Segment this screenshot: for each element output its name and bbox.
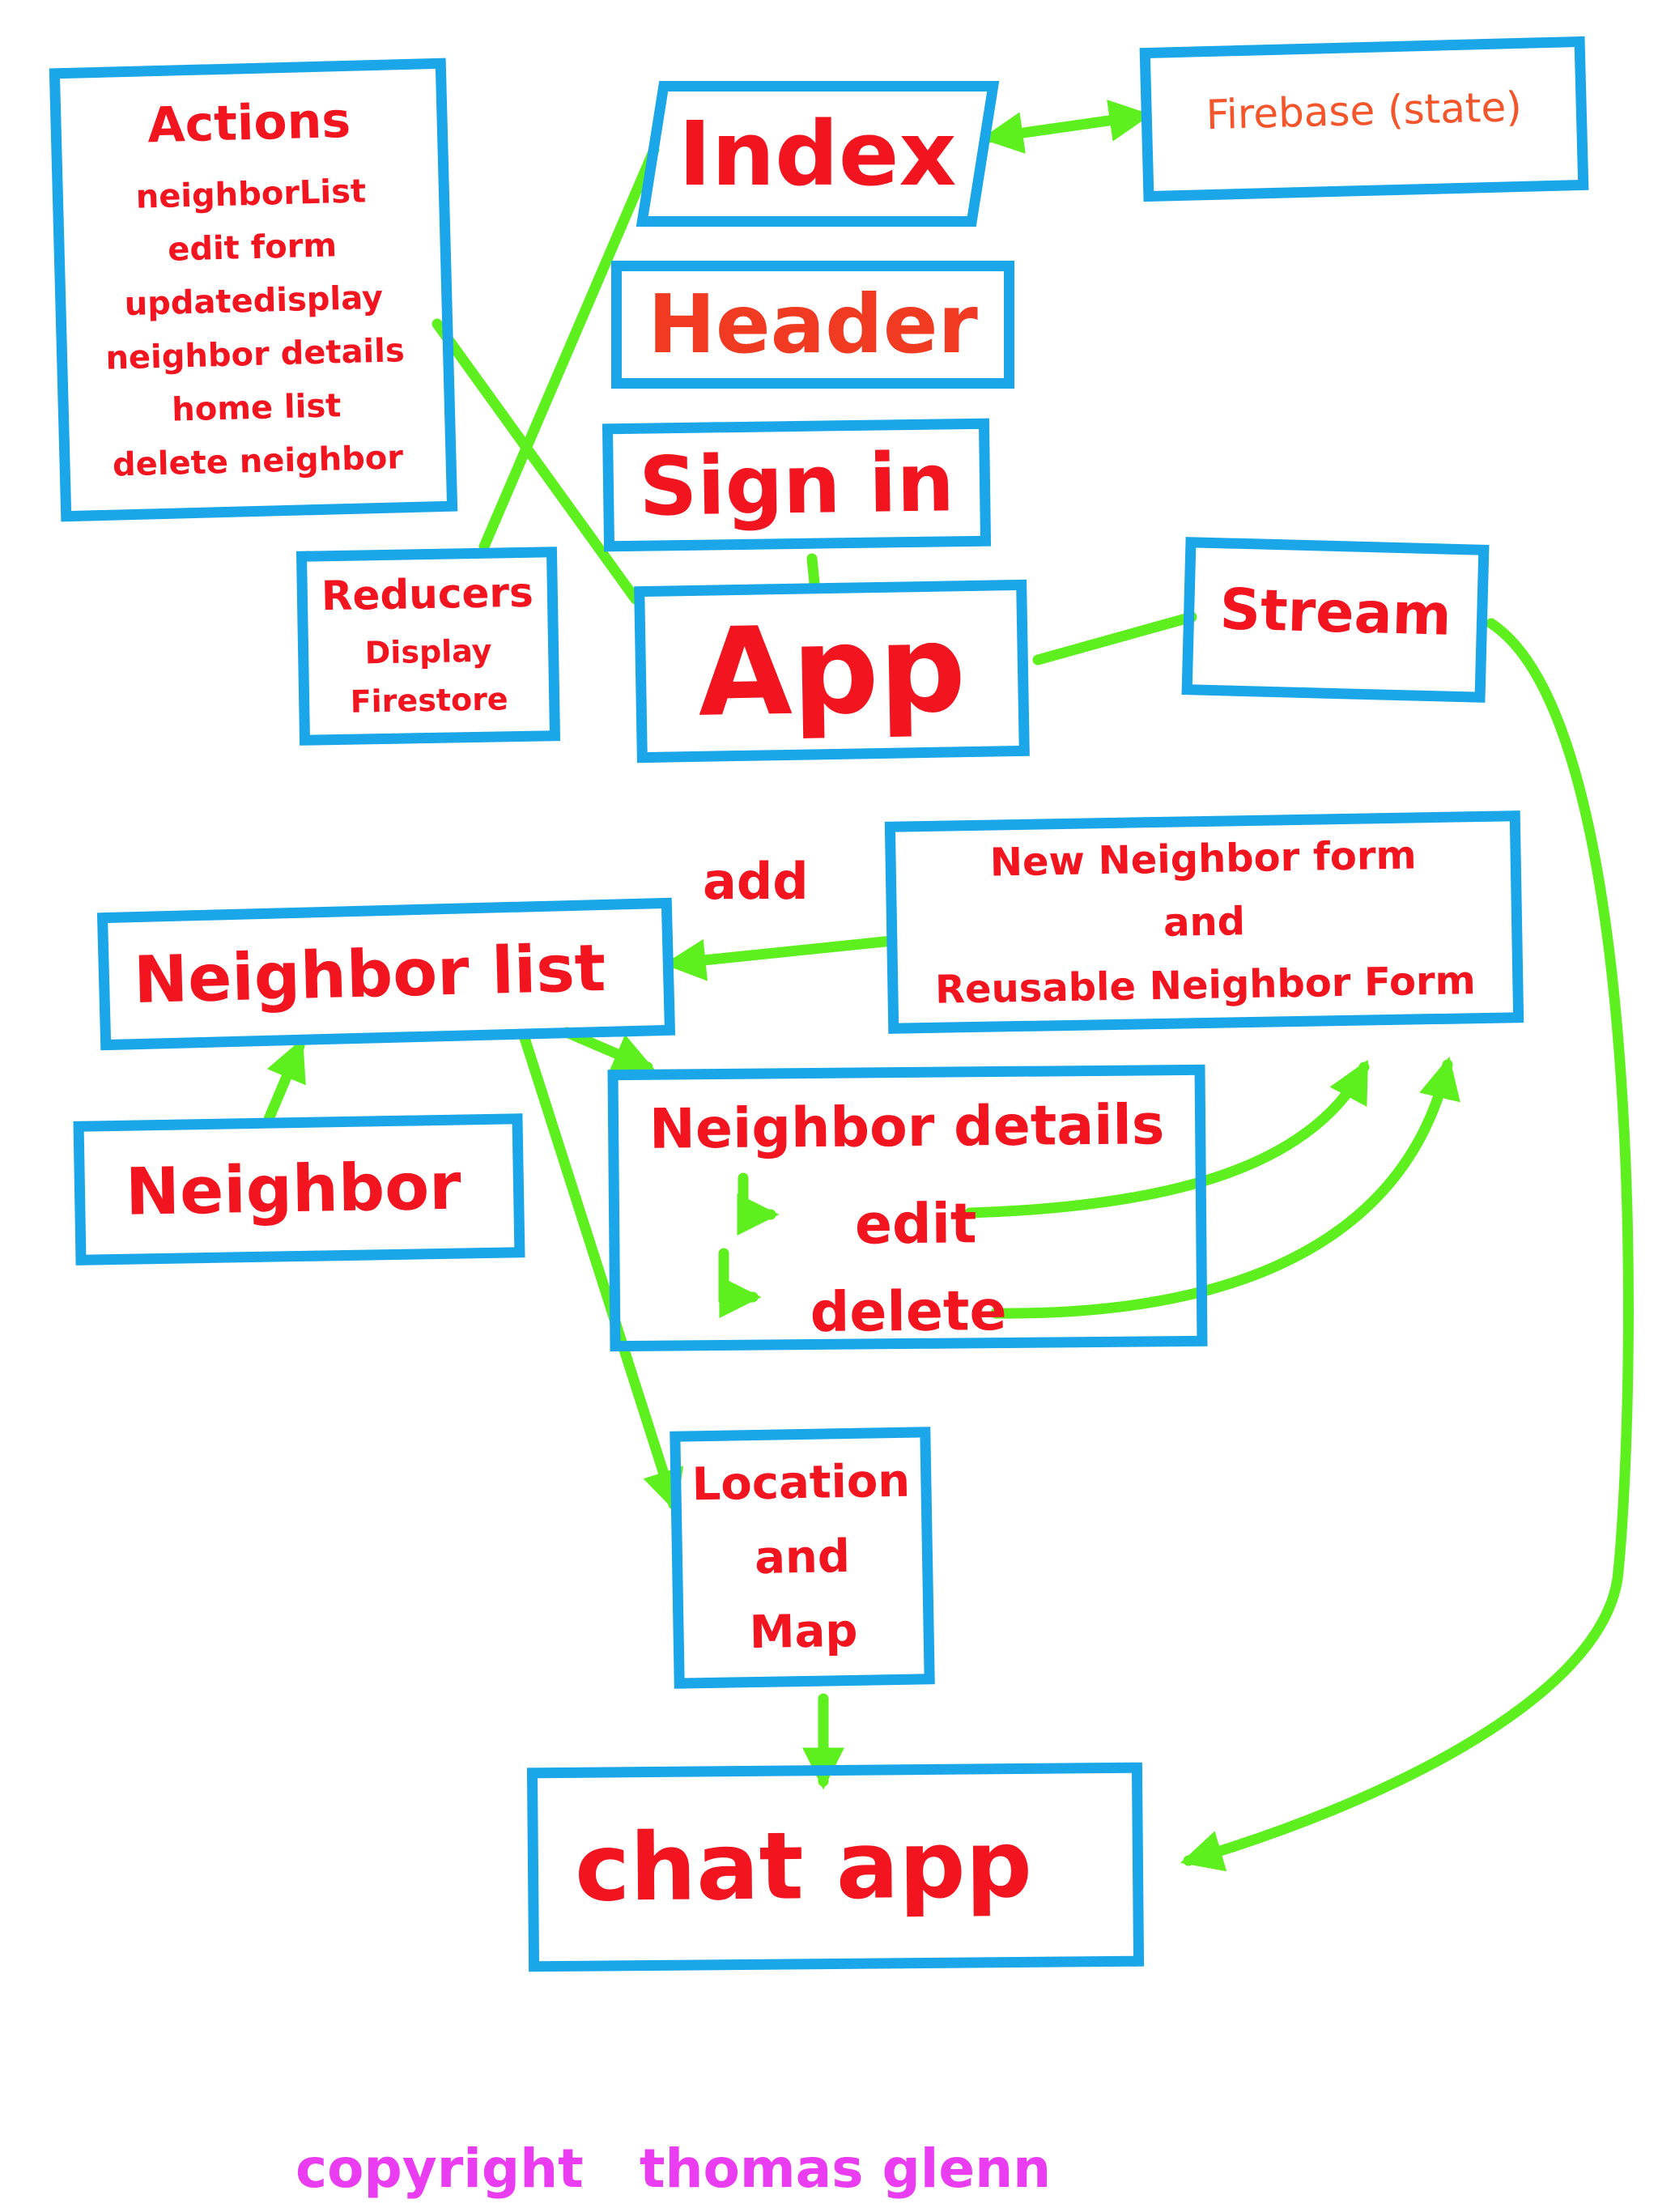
actions-item: neighbor details: [104, 332, 406, 377]
app-box: App: [634, 579, 1030, 764]
header-box: Header: [611, 261, 1014, 389]
sign-in-label: Sign in: [638, 435, 955, 534]
connector-form-neighborlist: [663, 935, 898, 981]
header-label: Header: [648, 277, 978, 372]
app-label: App: [696, 598, 967, 744]
firebase-label: Firebase (state): [1205, 83, 1523, 139]
actions-item: neighborList: [135, 172, 367, 216]
neighbor-list-box: Neighbor list: [96, 897, 676, 1051]
location-line: Map: [749, 1604, 858, 1660]
location-line: and: [754, 1529, 851, 1585]
author-text: thomas glenn: [640, 2138, 1052, 2200]
connector-index-reducers: [478, 144, 660, 552]
stream-label: Stream: [1218, 576, 1452, 649]
chat-app-label: chat app: [574, 1810, 1033, 1924]
connector-neighbor-neighborlist: [263, 1038, 306, 1125]
form-line: Reusable Neighbor Form: [934, 958, 1477, 1013]
edit-hook-icon: [737, 1172, 780, 1236]
reducers-item: Firestore: [350, 680, 508, 720]
firebase-box: Firebase (state): [1139, 36, 1589, 202]
neighbor-details-box: Neighbor details edit delete: [607, 1064, 1208, 1352]
neighbor-details-delete: delete: [810, 1279, 1007, 1346]
reducers-item: Display: [364, 632, 492, 670]
connector-edit-form: [964, 1059, 1370, 1219]
sign-in-box: Sign in: [602, 418, 992, 552]
connector-neighborlist-location: [519, 1032, 684, 1512]
neighbor-details-title: Neighbor details: [648, 1093, 1165, 1162]
index-label: Index: [678, 101, 957, 206]
connector-signin-app: [806, 553, 820, 589]
actions-item: updatedisplay: [124, 279, 384, 324]
form-line: New Neighbor form: [989, 832, 1417, 886]
actions-item: home list: [171, 387, 342, 429]
neighbor-box: Neighbor: [73, 1113, 525, 1266]
new-neighbor-form-box: New Neighbor form and Reusable Neighbor …: [884, 810, 1524, 1034]
location-line: Location: [691, 1454, 911, 1512]
actions-box: Actions neighborList edit form updatedis…: [49, 57, 458, 522]
actions-item: edit form: [167, 227, 338, 269]
connector-index-firebase: [980, 100, 1152, 154]
connector-actions-app: [432, 318, 641, 605]
form-line: and: [1163, 899, 1246, 946]
neighbor-label: Neighbor: [125, 1148, 462, 1230]
add-edge-label: add: [703, 852, 809, 911]
chat-app-box: chat app: [526, 1762, 1145, 1972]
actions-title: Actions: [147, 91, 351, 155]
neighbor-details-edit: edit: [854, 1192, 977, 1257]
copyright-text: copyright: [295, 2138, 584, 2200]
connector-delete-form: [990, 1056, 1460, 1319]
connector-stream-chatapp: [1180, 618, 1634, 1872]
reducers-title: Reducers: [321, 568, 534, 619]
location-map-box: Location and Map: [670, 1427, 935, 1689]
stream-box: Stream: [1181, 537, 1490, 703]
neighbor-list-label: Neighbor list: [132, 929, 607, 1019]
connector-app-stream: [1032, 611, 1197, 666]
index-box: Index: [636, 81, 1000, 227]
actions-item: delete neighbor: [112, 439, 404, 484]
delete-hook-icon: [718, 1248, 762, 1318]
reducers-box: Reducers Display Firestore: [295, 547, 561, 746]
connector-neighborlist-details: [561, 1027, 656, 1074]
